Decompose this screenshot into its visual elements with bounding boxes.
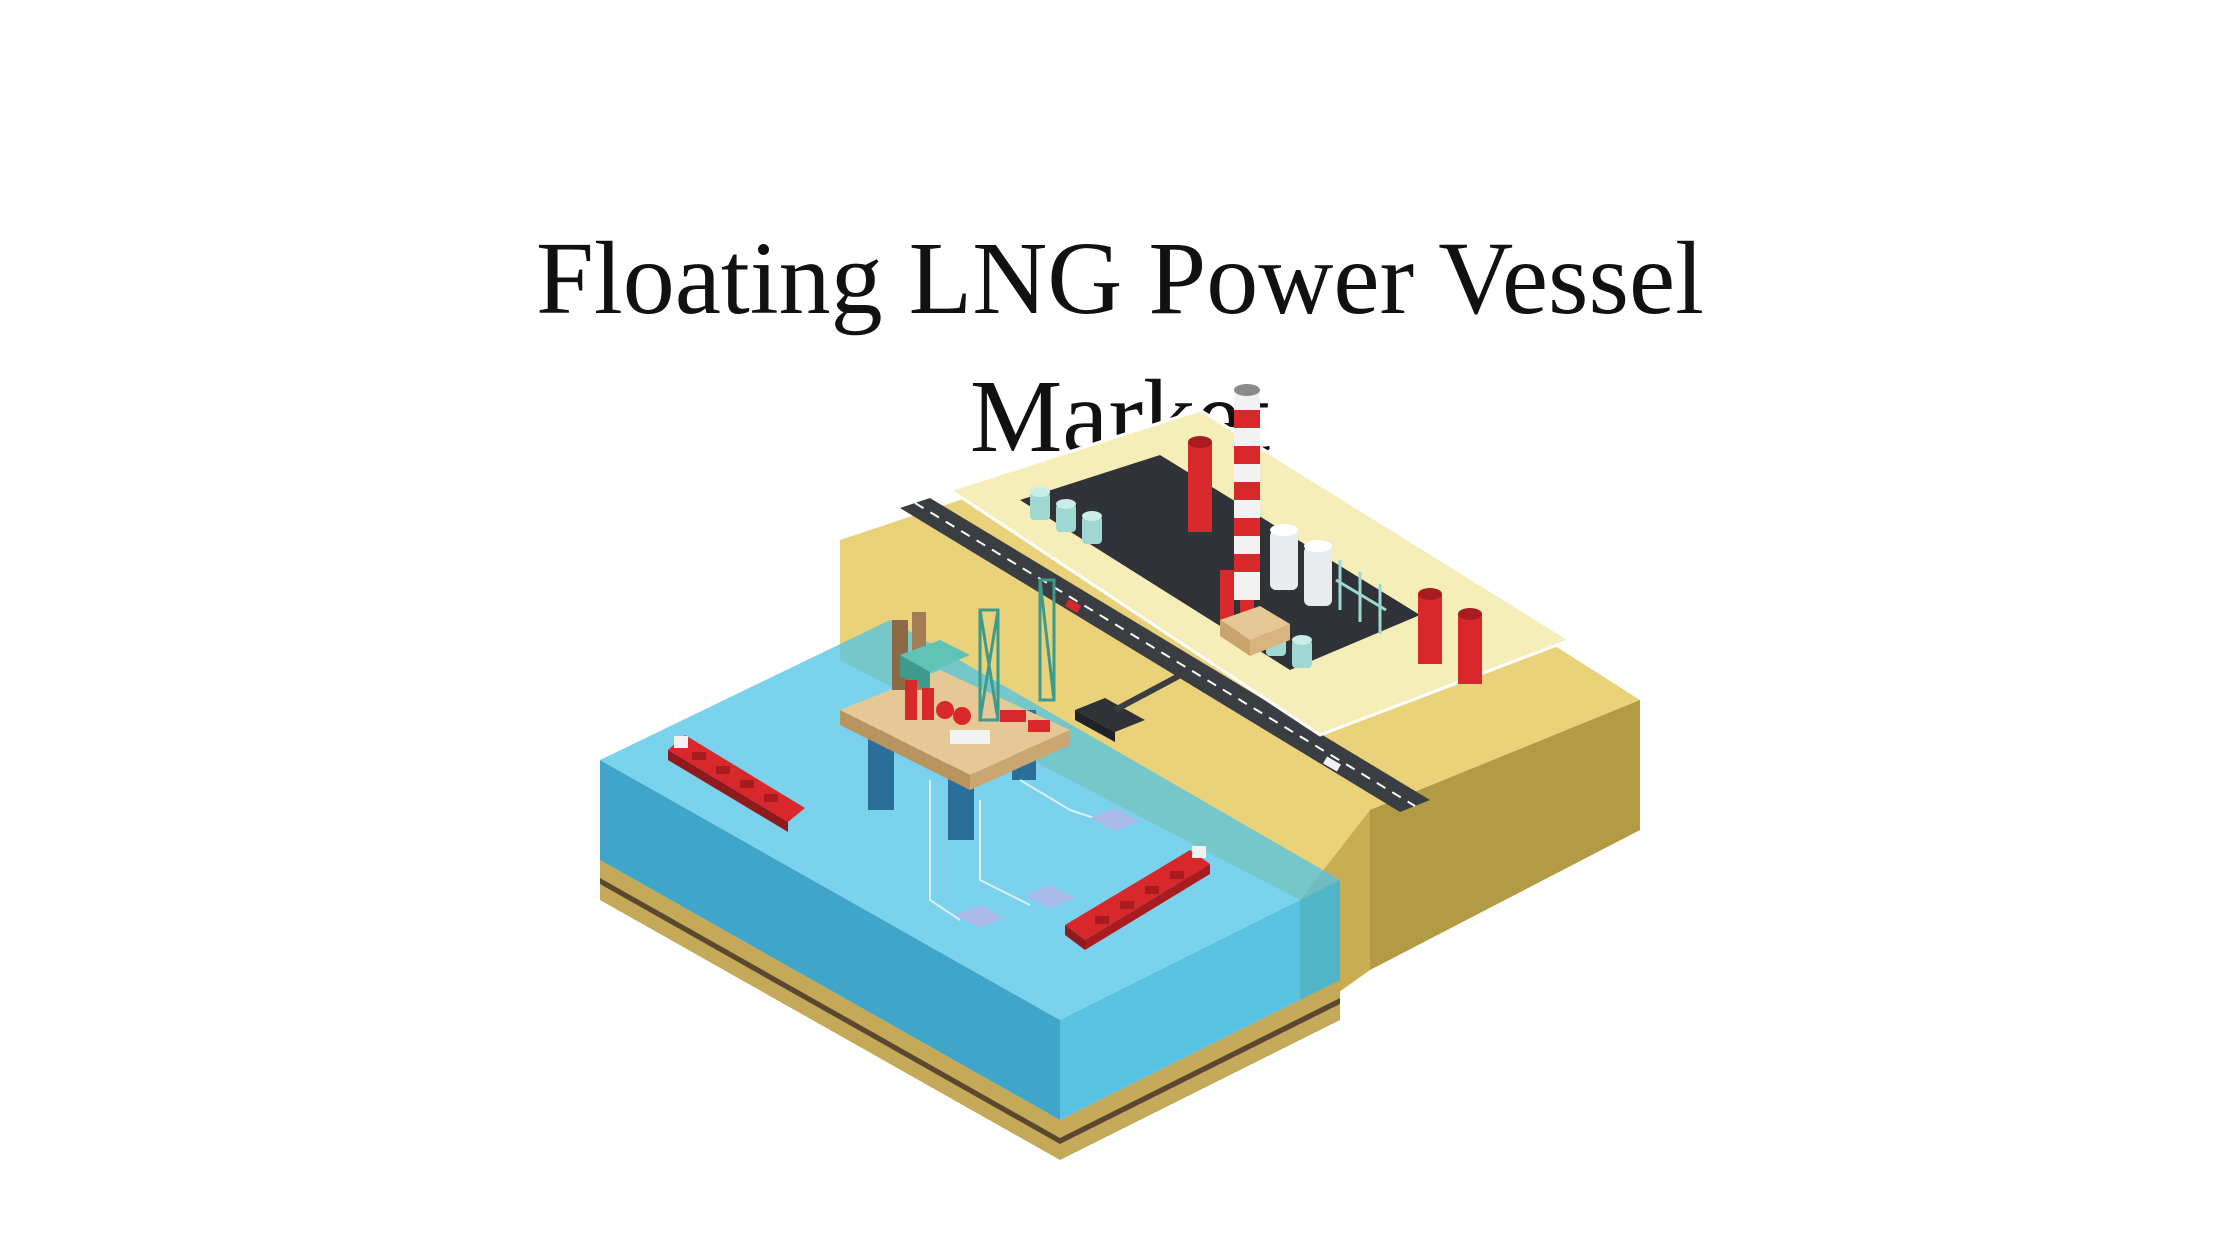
- white-silos: [1270, 524, 1332, 606]
- lng-illustration: [600, 384, 1640, 1160]
- slide-title: Floating LNG Power Vessel Market: [0, 210, 2240, 486]
- striped-chimney: [1234, 384, 1260, 600]
- red-cooling-stacks: [1188, 436, 1482, 684]
- lng-carrier-right: [1065, 846, 1210, 950]
- substation: [1335, 560, 1387, 634]
- power-plant: [946, 384, 1574, 737]
- coastal-road: [900, 498, 1430, 812]
- jetty: [1075, 667, 1192, 742]
- offshore-platform: [840, 578, 1140, 928]
- title-line-1: Floating LNG Power Vessel: [535, 220, 1705, 336]
- lng-carrier-left: [668, 735, 805, 832]
- platform-red-equipment: [905, 680, 1050, 732]
